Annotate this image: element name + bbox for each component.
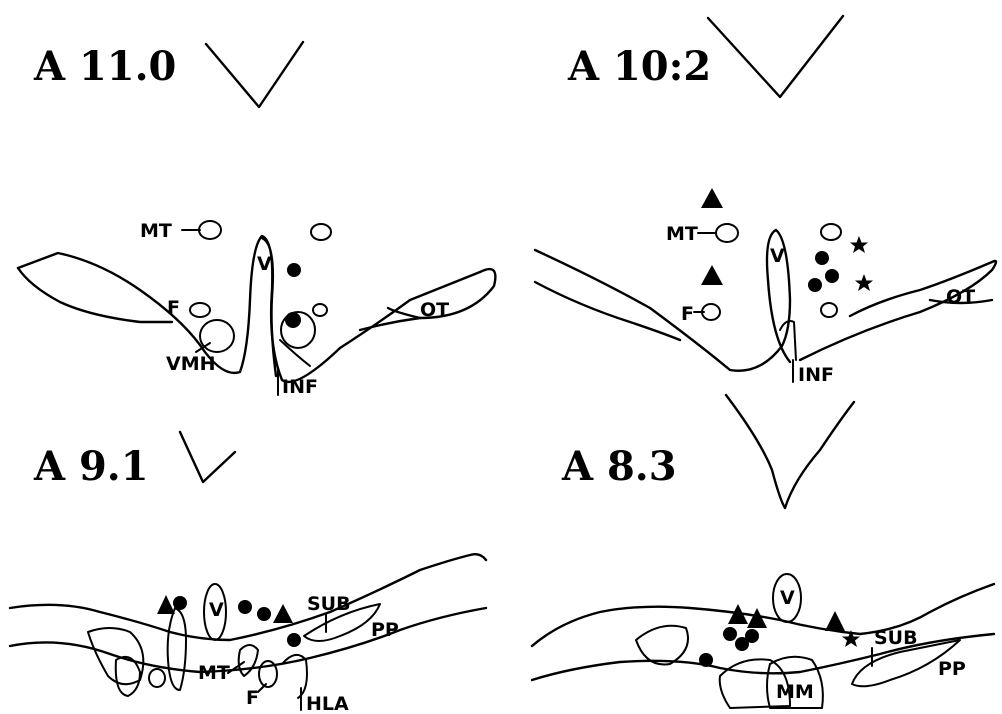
sub-label: SUB — [307, 593, 351, 615]
marker-filled-circle — [257, 607, 271, 621]
hla-label: HLA — [306, 693, 349, 714]
ventricle-apex — [708, 16, 843, 97]
mt-label: MT — [198, 662, 230, 684]
sub-label: SUB — [874, 627, 918, 649]
marker-filled-triangle — [157, 595, 175, 614]
brain-lower — [532, 634, 994, 680]
marker-filled-circle — [287, 263, 301, 277]
v-label: V — [780, 587, 795, 609]
pp-label: PP — [371, 619, 399, 641]
ventricle-apex — [180, 432, 235, 482]
v-label: V — [209, 599, 224, 621]
structure-oval — [311, 224, 331, 240]
marker-filled-circle — [825, 269, 839, 283]
marker-filled-circle — [745, 629, 759, 643]
marker-filled-triangle — [273, 604, 293, 623]
marker-filled-circle — [808, 278, 822, 292]
structure-oval — [821, 303, 837, 317]
f-label: F — [681, 303, 694, 325]
marker-filled-circle — [285, 312, 301, 328]
f-structure — [190, 303, 210, 317]
panel-title: A 8.3 — [561, 443, 677, 490]
mt-structure — [716, 224, 738, 242]
inf-label: INF — [798, 364, 834, 386]
mt-structure — [199, 221, 221, 239]
marker-filled-triangle — [701, 188, 723, 208]
panel-a91: A 9.1 V SUB PP MT F HLA — [10, 432, 486, 714]
marker-filled-triangle — [825, 611, 845, 631]
brain-lower-left — [535, 282, 680, 340]
panel-title: A 11.0 — [33, 43, 176, 90]
v-label: V — [770, 245, 785, 267]
mm-label: MM — [776, 681, 814, 703]
structure-oval — [821, 224, 841, 240]
inf-label: INF — [282, 376, 318, 398]
vmh-label: VMH — [166, 353, 216, 375]
panel-a11: A 11.0 MT V F VMH OT INF — [18, 42, 495, 398]
brain-outline — [532, 584, 994, 646]
ventricle-apex — [206, 42, 303, 107]
structure-outline — [636, 626, 688, 665]
inf-boundary — [280, 340, 310, 366]
f-label: F — [246, 687, 259, 709]
structure-outline — [116, 657, 140, 696]
panel-title: A 10:2 — [567, 43, 711, 90]
brain-outline — [10, 554, 486, 640]
ot-label: OT — [946, 286, 975, 308]
marker-filled-circle — [699, 653, 713, 667]
ventricle-apex — [726, 395, 854, 508]
marker-filled-star — [850, 236, 868, 253]
mt-label: MT — [666, 223, 698, 245]
marker-filled-star — [855, 274, 873, 291]
marker-filled-circle — [238, 600, 252, 614]
v-label: V — [257, 253, 272, 275]
panel-a102: A 10:2 MT V F OT INF — [535, 16, 996, 386]
brain-lower — [10, 608, 486, 672]
panel-title: A 9.1 — [33, 443, 149, 490]
marker-filled-circle — [723, 627, 737, 641]
panel-a83: A 8.3 V MM SUB PP — [532, 395, 994, 708]
structure-outline — [168, 608, 186, 690]
marker-filled-triangle — [701, 265, 723, 285]
structure-oval — [149, 669, 165, 687]
marker-filled-circle — [287, 633, 301, 647]
ot-label: OT — [420, 299, 449, 321]
mt-label: MT — [140, 220, 172, 242]
marker-filled-circle — [173, 596, 187, 610]
mt-structure — [239, 645, 258, 676]
pp-label: PP — [938, 658, 966, 680]
marker-filled-circle — [815, 251, 829, 265]
structure-oval — [313, 304, 327, 316]
f-label: F — [167, 297, 180, 319]
